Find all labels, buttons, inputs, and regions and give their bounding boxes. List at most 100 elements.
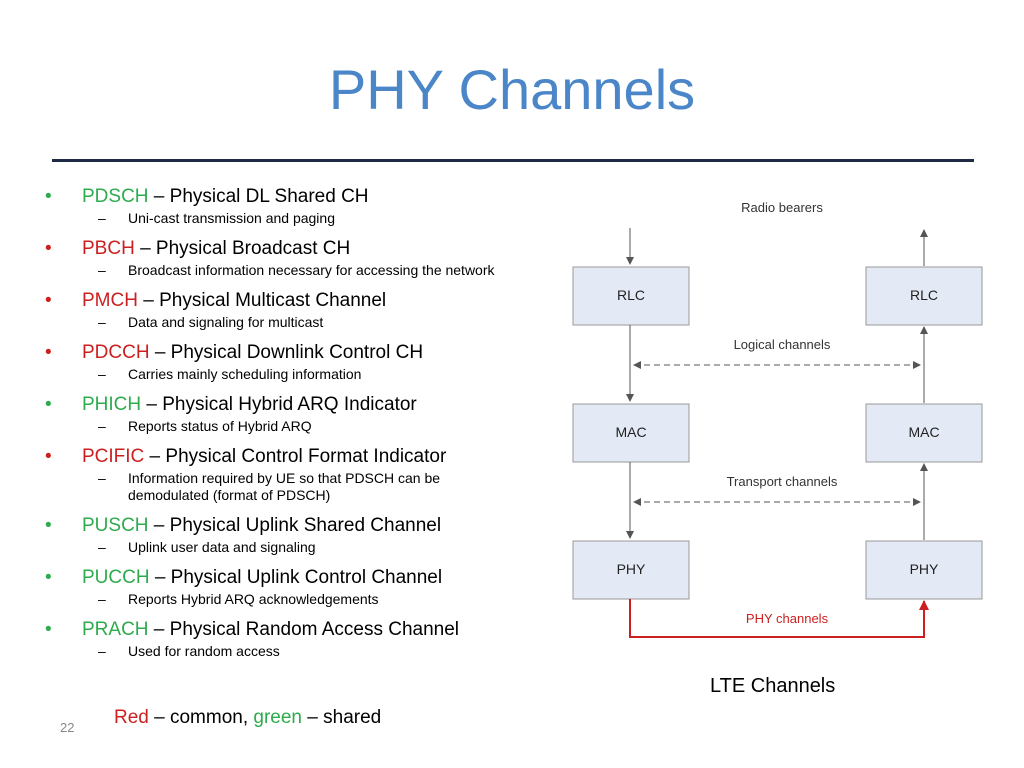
rlc-left-box [572, 266, 690, 326]
channel-description: – Physical Uplink Control Channel [149, 567, 443, 588]
channel-description: – Physical Control Format Indicator [144, 446, 447, 467]
detail-line: Data and signaling for multicast [128, 314, 324, 330]
list-item: • PMCH – Physical Multicast Channel – Data … [40, 288, 560, 331]
list-item: • PUCCH – Physical Uplink Control Channel… [40, 565, 560, 608]
channel-description: – Physical Random Access Channel [148, 619, 460, 640]
page-number: 22 [60, 720, 75, 735]
legend-red-word: Red [114, 707, 149, 728]
logical-channels-label: Logical channels [734, 337, 831, 352]
sub-dash: – [98, 418, 106, 434]
legend-mid-text: – common, [148, 707, 254, 728]
lte-channels-diagram: Radio bearers RLC RLC Logical channels M… [572, 200, 983, 638]
channel-heading: • PBCH – Physical Broadcast CH [40, 236, 560, 262]
phy-channels-path [629, 599, 929, 638]
detail-line: Carries mainly scheduling information [128, 366, 362, 382]
rlc-right-box [865, 266, 983, 326]
channel-detail: – Reports status of Hybrid ARQ [40, 418, 560, 435]
mac-right-label: MAC [908, 424, 939, 440]
detail-line: Information required by UE so that PDSCH… [128, 470, 441, 486]
phy-channels-label: PHY channels [746, 611, 829, 626]
sub-dash: – [98, 643, 106, 659]
phy-right-label: PHY [910, 561, 939, 577]
channel-detail: – Carries mainly scheduling information [40, 366, 560, 383]
mac-left-label: MAC [615, 424, 646, 440]
detail-line: Uni-cast transmission and paging [128, 210, 335, 226]
list-item: • PRACH – Physical Random Access Channel –… [40, 617, 560, 660]
channel-name: PHICH [82, 394, 142, 415]
channel-name: PDCCH [82, 342, 150, 363]
channel-heading: • PRACH – Physical Random Access Channel [40, 617, 560, 643]
channel-description: – Physical DL Shared CH [148, 186, 369, 207]
diagram-caption: LTE Channels [710, 675, 836, 697]
radio-bearers-label: Radio bearers [741, 200, 823, 215]
channel-heading: • PMCH – Physical Multicast Channel [40, 288, 560, 314]
channel-heading: • PHICH – Physical Hybrid ARQ Indicator [40, 392, 560, 418]
list-item: • PDCCH – Physical Downlink Control CH – Ca… [40, 340, 560, 383]
mac-left-box [572, 403, 690, 463]
channel-detail: – Data and signaling for multicast [40, 314, 560, 331]
channel-heading: • PCIFIC – Physical Control Format Indica… [40, 444, 560, 470]
channel-heading: • PDCCH – Physical Downlink Control CH [40, 340, 560, 366]
phy-right-box [865, 540, 983, 600]
bullet-dot: • [45, 515, 52, 536]
channel-heading: • PUCCH – Physical Uplink Control Channel [40, 565, 560, 591]
bullet-dot: • [45, 567, 52, 588]
sub-dash: – [98, 210, 106, 226]
sub-dash: – [98, 539, 106, 555]
detail-line: Uplink user data and signaling [128, 539, 316, 555]
transport-channels-label: Transport channels [727, 474, 838, 489]
bullet-dot: • [45, 290, 52, 311]
channel-name: PRACH [82, 619, 149, 640]
legend-green-word: green [253, 707, 303, 728]
list-item: • PHICH – Physical Hybrid ARQ Indicator – R… [40, 392, 560, 435]
rlc-right-label: RLC [910, 287, 938, 303]
list-item: • PBCH – Physical Broadcast CH –Broadcast … [40, 236, 560, 279]
bullet-dot: • [45, 186, 52, 207]
phy-left-label: PHY [617, 561, 646, 577]
channel-description: – Physical Broadcast CH [134, 238, 351, 259]
detail-line: demodulated (format of PDSCH) [128, 487, 331, 503]
bullet-dot: • [45, 619, 52, 640]
detail-line: Reports Hybrid ARQ acknowledgements [128, 591, 379, 607]
slide-title: PHY Channels [328, 58, 696, 121]
list-item: • PCIFIC – Physical Control Format Indica… [40, 444, 560, 504]
channel-heading: • PUSCH – Physical Uplink Shared Channel [40, 513, 560, 539]
channel-name: PBCH [82, 238, 135, 259]
sub-dash: – [98, 470, 106, 486]
channel-detail: –Broadcast information necessary for acc… [40, 262, 560, 279]
color-legend: Red – common, green – shared [114, 707, 381, 729]
list-item: • PDSCH – Physical DL Shared CH – Uni-cast … [40, 184, 560, 227]
bullet-dot: • [45, 394, 52, 415]
channel-bullet-list: • PDSCH – Physical DL Shared CH – Uni-cast … [40, 184, 560, 669]
channel-description: – Physical Multicast Channel [137, 290, 387, 311]
channel-name: PDSCH [82, 186, 149, 207]
channel-name: PUCCH [82, 567, 150, 588]
sub-dash: – [98, 591, 106, 607]
bullet-dot: • [45, 446, 52, 467]
channel-description: – Physical Uplink Shared Channel [148, 515, 442, 536]
channel-detail: – Used for random access [40, 643, 560, 660]
channel-detail: – Information required by UE so that PDSC… [40, 470, 560, 504]
sub-dash: – [98, 314, 106, 330]
channel-detail: – Reports Hybrid ARQ acknowledgements [40, 591, 560, 608]
channel-name: PMCH [82, 290, 138, 311]
channel-detail: – Uni-cast transmission and paging [40, 210, 560, 227]
legend-end-text: – shared [302, 707, 382, 728]
detail-line: Reports status of Hybrid ARQ [128, 418, 312, 434]
mac-right-box [865, 403, 983, 463]
channel-name: PUSCH [82, 515, 149, 536]
channel-name: PCIFIC [82, 446, 145, 467]
detail-line: Broadcast information necessary for acce… [128, 262, 495, 278]
title-divider [52, 159, 974, 162]
channel-description: – Physical Downlink Control CH [149, 342, 424, 363]
phy-left-box [572, 540, 690, 600]
detail-line: Used for random access [128, 643, 280, 659]
channel-description: – Physical Hybrid ARQ Indicator [141, 394, 417, 415]
bullet-dot: • [45, 342, 52, 363]
rlc-left-label: RLC [617, 287, 645, 303]
list-item: • PUSCH – Physical Uplink Shared Channel –… [40, 513, 560, 556]
bullet-dot: • [45, 238, 52, 259]
sub-dash: – [98, 366, 106, 382]
channel-heading: • PDSCH – Physical DL Shared CH [40, 184, 560, 210]
channel-detail: – Uplink user data and signaling [40, 539, 560, 556]
